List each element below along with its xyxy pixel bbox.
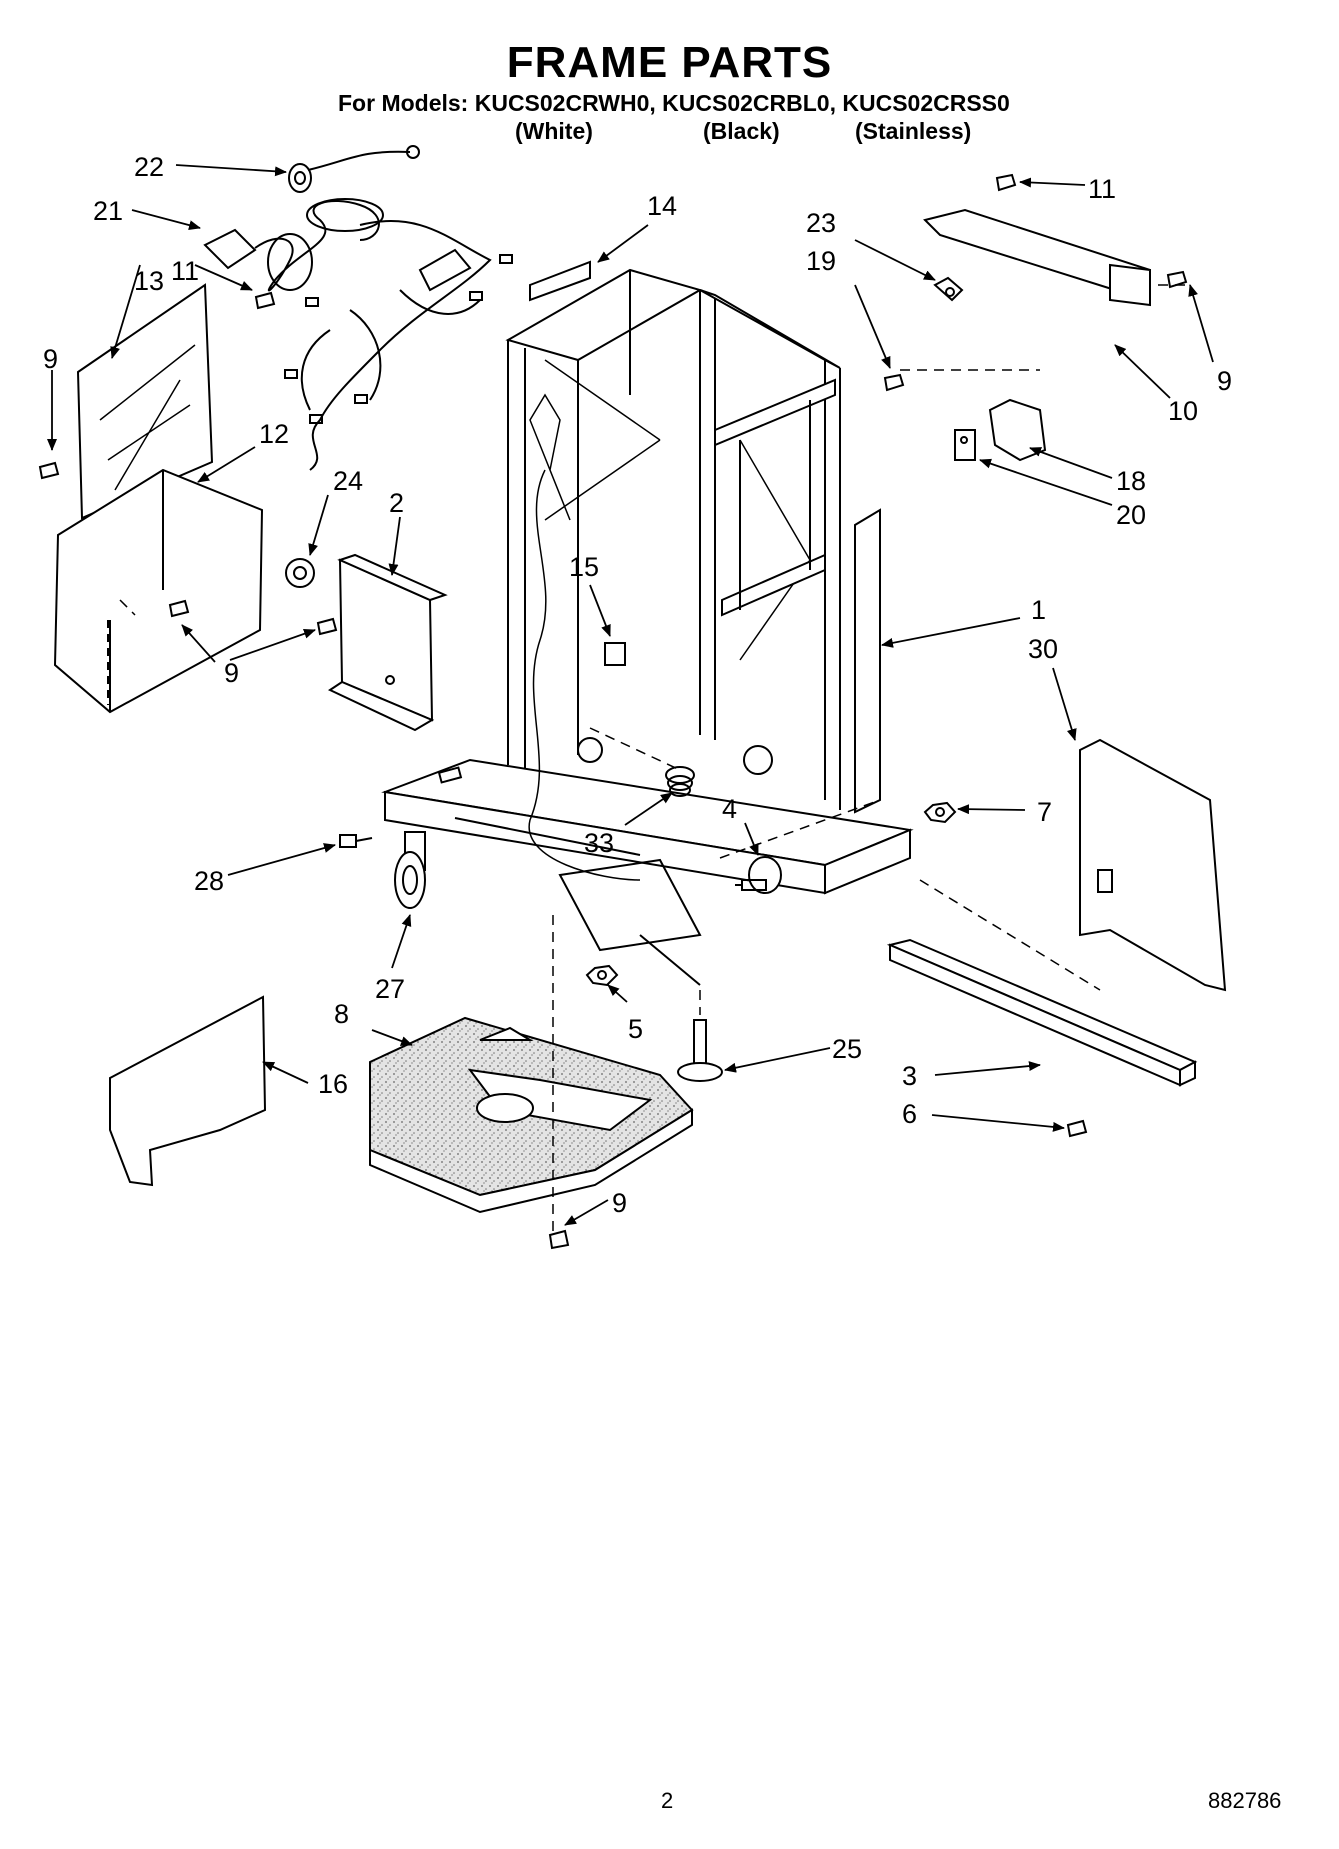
screw-9-left xyxy=(38,461,60,480)
callout-9-shield: 9 xyxy=(224,658,239,688)
screw-9-shield xyxy=(168,599,190,618)
callout-12: 12 xyxy=(259,419,289,449)
mounting-clip xyxy=(933,276,964,302)
clip xyxy=(529,260,591,302)
spring xyxy=(665,766,695,797)
callout-6: 6 xyxy=(902,1099,917,1129)
callout-13: 13 xyxy=(134,266,164,296)
nut-7 xyxy=(923,801,957,824)
screw-9-right xyxy=(1166,270,1188,289)
leader-lines xyxy=(47,164,1214,1226)
callout-4: 4 xyxy=(722,794,737,824)
callout-30: 30 xyxy=(1028,634,1058,664)
callout-3: 3 xyxy=(902,1061,917,1091)
wire-harness xyxy=(284,220,513,471)
screw-6 xyxy=(1066,1119,1088,1138)
callout-9-left: 9 xyxy=(43,344,58,374)
callout-11-right: 11 xyxy=(1088,174,1116,204)
callout-15: 15 xyxy=(569,552,599,582)
callout-19: 19 xyxy=(806,246,836,276)
back-panel xyxy=(76,283,214,520)
screw-28 xyxy=(339,834,373,848)
callout-9-bottom: 9 xyxy=(612,1188,627,1218)
screw-11-top xyxy=(995,173,1017,192)
callout-22: 22 xyxy=(134,152,164,182)
screw-19 xyxy=(883,373,905,392)
models-line: For Models: KUCS02CRWH0, KUCS02CRBL0, KU… xyxy=(338,90,1010,116)
cord-grommet xyxy=(288,145,420,193)
callout-7: 7 xyxy=(1037,797,1052,827)
bracket xyxy=(327,553,448,732)
callout-14: 14 xyxy=(647,191,677,221)
side-panel xyxy=(1079,738,1227,992)
page-title: FRAME PARTS xyxy=(506,38,833,87)
power-cord xyxy=(203,198,384,292)
grommet xyxy=(285,558,315,588)
callout-18: 18 xyxy=(1116,466,1146,496)
callout-20: 20 xyxy=(1116,500,1146,530)
callout-27: 27 xyxy=(375,974,405,1004)
main-frame xyxy=(381,268,914,986)
page-number: 2 xyxy=(661,1788,674,1813)
caster xyxy=(394,831,426,909)
assembly-lines xyxy=(119,284,1185,1235)
variant-stainless: (Stainless) xyxy=(855,118,972,144)
document-number: 882786 xyxy=(1208,1788,1282,1813)
callout-10: 10 xyxy=(1168,396,1198,426)
switch-assembly xyxy=(954,398,1047,462)
callout-16: 16 xyxy=(318,1069,348,1099)
callout-2: 2 xyxy=(389,488,404,518)
switch-15 xyxy=(604,642,626,666)
callout-labels: 22 21 13 11 9 12 24 2 9 14 15 23 19 11 9… xyxy=(43,152,1232,1218)
variant-white: (White) xyxy=(515,118,593,144)
callout-11-left: 11 xyxy=(171,256,199,286)
callout-5: 5 xyxy=(628,1014,643,1044)
leveling-leg xyxy=(677,1019,723,1082)
callout-33: 33 xyxy=(584,828,614,858)
nut-5 xyxy=(585,964,619,987)
plate-16 xyxy=(109,995,267,1187)
toe-rail xyxy=(886,938,1198,1087)
callout-21: 21 xyxy=(93,196,123,226)
callout-24: 24 xyxy=(333,466,363,496)
callout-23: 23 xyxy=(806,208,836,238)
callout-28: 28 xyxy=(194,866,224,896)
callout-9-right: 9 xyxy=(1217,366,1232,396)
motor-part xyxy=(735,856,782,894)
screw-11-left xyxy=(254,291,276,310)
base-pan xyxy=(369,1016,694,1214)
screw-9-bracket xyxy=(316,617,338,636)
callout-25: 25 xyxy=(832,1034,862,1064)
variant-black: (Black) xyxy=(703,118,780,144)
callout-1: 1 xyxy=(1031,595,1046,625)
support-bracket xyxy=(923,208,1151,307)
screw-9-bottom xyxy=(548,1229,570,1250)
cover-shield xyxy=(53,468,264,714)
callout-8: 8 xyxy=(334,999,349,1029)
